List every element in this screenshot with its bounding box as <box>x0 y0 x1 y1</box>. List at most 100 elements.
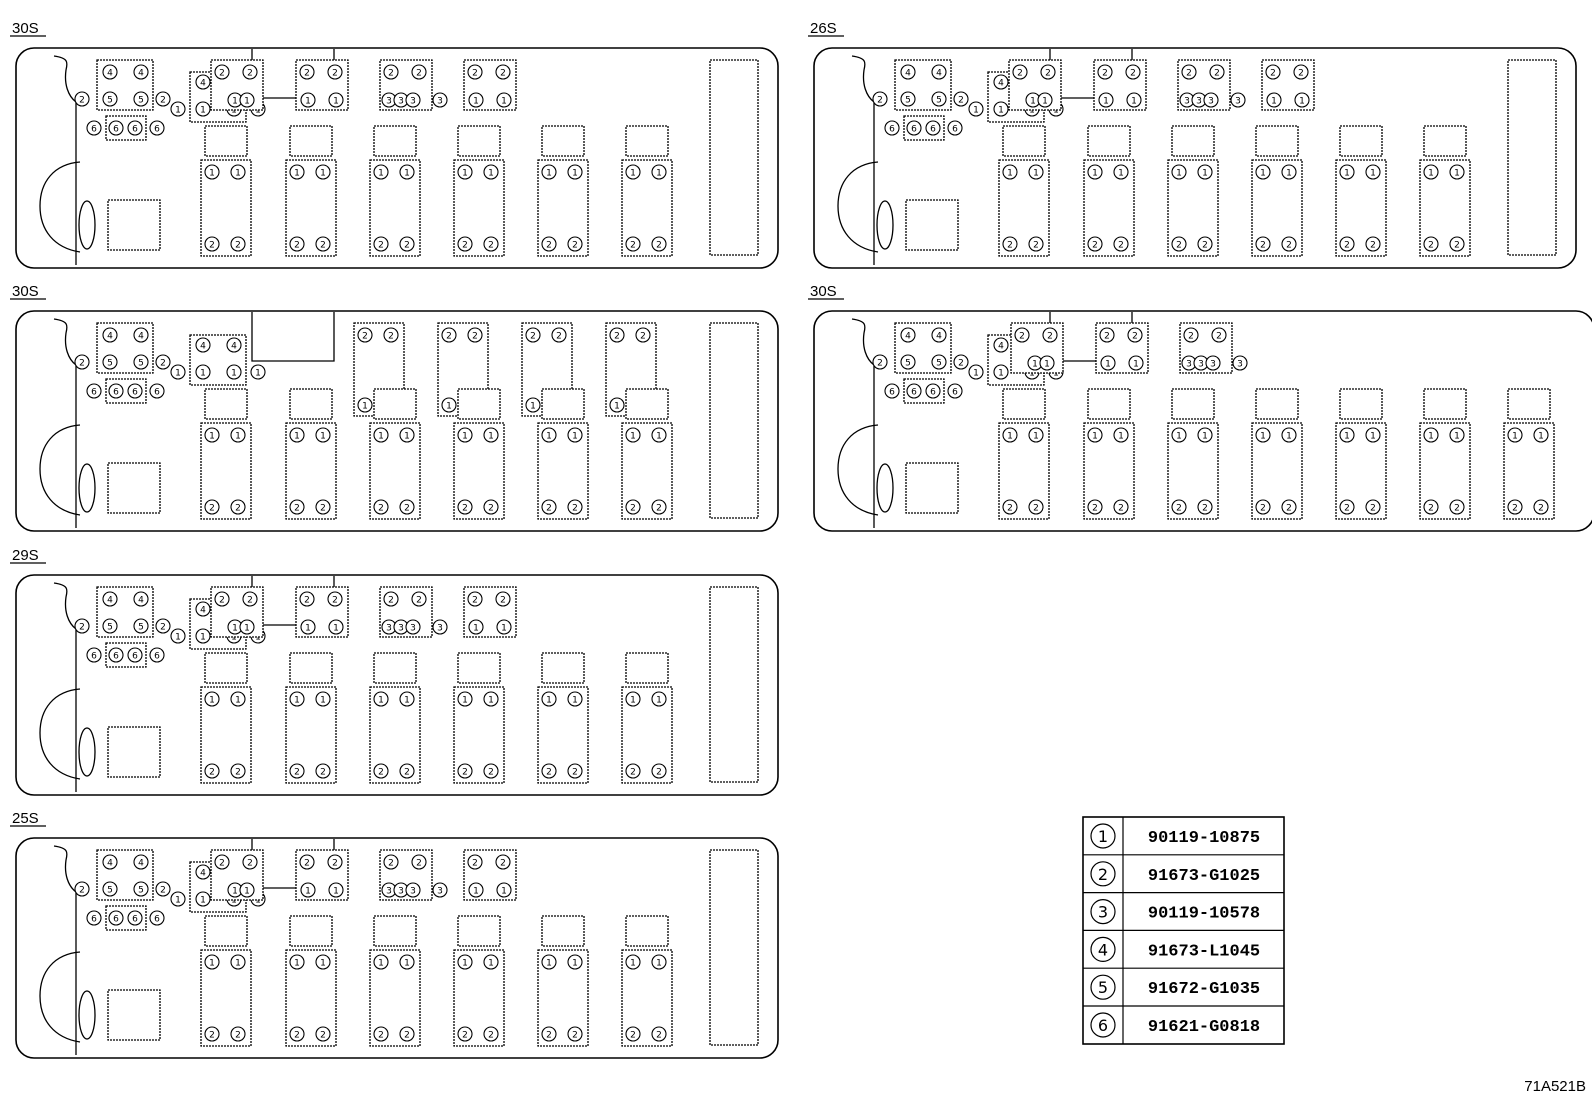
armrest-box <box>1171 388 1215 420</box>
bolt-callout <box>204 763 220 779</box>
armrest-box <box>457 652 501 684</box>
svg-text:6: 6 <box>132 124 138 134</box>
bolt-callout <box>567 499 583 515</box>
bolt-callout <box>1365 236 1381 252</box>
svg-text:2: 2 <box>1370 503 1376 513</box>
svg-text:3: 3 <box>1186 359 1192 369</box>
bolt-callout <box>1028 236 1044 252</box>
svg-text:5: 5 <box>936 95 942 105</box>
bolt-callout <box>300 882 316 898</box>
bolt-callout <box>1087 427 1103 443</box>
bolt-callout <box>947 120 963 136</box>
svg-text:2: 2 <box>556 331 562 341</box>
svg-text:1: 1 <box>320 695 326 705</box>
bolt-callout <box>399 954 415 970</box>
layout-title: 30S <box>12 283 39 300</box>
svg-text:6: 6 <box>930 124 936 134</box>
armrest-box <box>289 652 333 684</box>
bolt-callout <box>373 1026 389 1042</box>
layout-title: 25S <box>12 810 39 827</box>
svg-text:3: 3 <box>386 96 392 106</box>
bolt-callout <box>1365 164 1381 180</box>
bolt-callout <box>230 427 246 443</box>
bolt-callout <box>195 864 211 880</box>
bolt-callout <box>399 499 415 515</box>
bolt-callout <box>651 954 667 970</box>
bolt-callout <box>483 427 499 443</box>
rear-bench <box>709 322 759 519</box>
bolt-callout <box>1039 355 1055 371</box>
bolt-callout <box>411 591 427 607</box>
svg-text:1: 1 <box>473 96 479 106</box>
bolt-callout <box>432 92 448 108</box>
bolt-callout <box>1197 236 1213 252</box>
svg-text:1: 1 <box>1286 431 1292 441</box>
bolt-callout <box>133 64 149 80</box>
svg-text:2: 2 <box>488 1030 494 1040</box>
bolt-callout <box>1002 236 1018 252</box>
svg-text:3: 3 <box>398 886 404 896</box>
svg-text:2: 2 <box>656 767 662 777</box>
bolt-callout <box>373 499 389 515</box>
svg-text:1: 1 <box>1344 168 1350 178</box>
svg-text:1: 1 <box>1118 431 1124 441</box>
svg-text:1: 1 <box>200 368 206 378</box>
bolt-callout <box>299 64 315 80</box>
svg-text:2: 2 <box>235 1030 241 1040</box>
svg-text:3: 3 <box>437 623 443 633</box>
bolt-callout <box>1128 355 1144 371</box>
bolt-callout <box>411 854 427 870</box>
svg-text:6: 6 <box>113 651 119 661</box>
svg-text:6: 6 <box>132 651 138 661</box>
bolt-callout <box>1281 236 1297 252</box>
svg-text:1: 1 <box>1202 431 1208 441</box>
bolt-callout <box>1339 164 1355 180</box>
bolt-callout <box>108 647 124 663</box>
bolt-callout <box>1012 64 1028 80</box>
svg-text:1: 1 <box>630 431 636 441</box>
svg-text:3: 3 <box>386 886 392 896</box>
svg-text:1: 1 <box>1202 168 1208 178</box>
bolt-callout <box>953 91 969 107</box>
bolt-callout <box>1339 499 1355 515</box>
svg-text:1: 1 <box>1105 359 1111 369</box>
svg-text:2: 2 <box>1260 503 1266 513</box>
svg-text:4: 4 <box>905 331 911 341</box>
svg-text:2: 2 <box>472 595 478 605</box>
svg-text:1: 1 <box>320 958 326 968</box>
bolt-callout <box>239 882 255 898</box>
bolt-callout <box>1040 64 1056 80</box>
svg-text:2: 2 <box>247 858 253 868</box>
svg-text:4: 4 <box>936 68 942 78</box>
bus-body-outline <box>15 574 779 796</box>
svg-text:2: 2 <box>320 503 326 513</box>
svg-text:2: 2 <box>320 1030 326 1040</box>
bolt-callout <box>102 591 118 607</box>
bolt-callout <box>993 74 1009 90</box>
bolt-callout <box>250 364 266 380</box>
bolt-callout <box>74 618 90 634</box>
svg-text:2: 2 <box>235 240 241 250</box>
svg-text:1: 1 <box>255 368 261 378</box>
svg-text:5: 5 <box>905 358 911 368</box>
bolt-callout <box>373 427 389 443</box>
svg-text:1: 1 <box>200 632 206 642</box>
svg-text:2: 2 <box>304 595 310 605</box>
bolt-callout <box>1255 236 1271 252</box>
svg-text:1: 1 <box>333 96 339 106</box>
bolt-callout <box>432 619 448 635</box>
svg-text:1: 1 <box>973 368 979 378</box>
svg-text:1: 1 <box>231 368 237 378</box>
svg-text:2: 2 <box>572 240 578 250</box>
legend-number: 2 <box>1098 865 1108 884</box>
svg-text:2: 2 <box>1033 503 1039 513</box>
svg-text:1: 1 <box>209 431 215 441</box>
bolt-callout <box>1042 327 1058 343</box>
armrest-box <box>457 388 501 420</box>
svg-text:1: 1 <box>462 695 468 705</box>
svg-text:2: 2 <box>378 503 384 513</box>
svg-text:6: 6 <box>113 914 119 924</box>
bolt-callout <box>483 236 499 252</box>
svg-text:1: 1 <box>244 96 250 106</box>
bolt-callout <box>1127 327 1143 343</box>
